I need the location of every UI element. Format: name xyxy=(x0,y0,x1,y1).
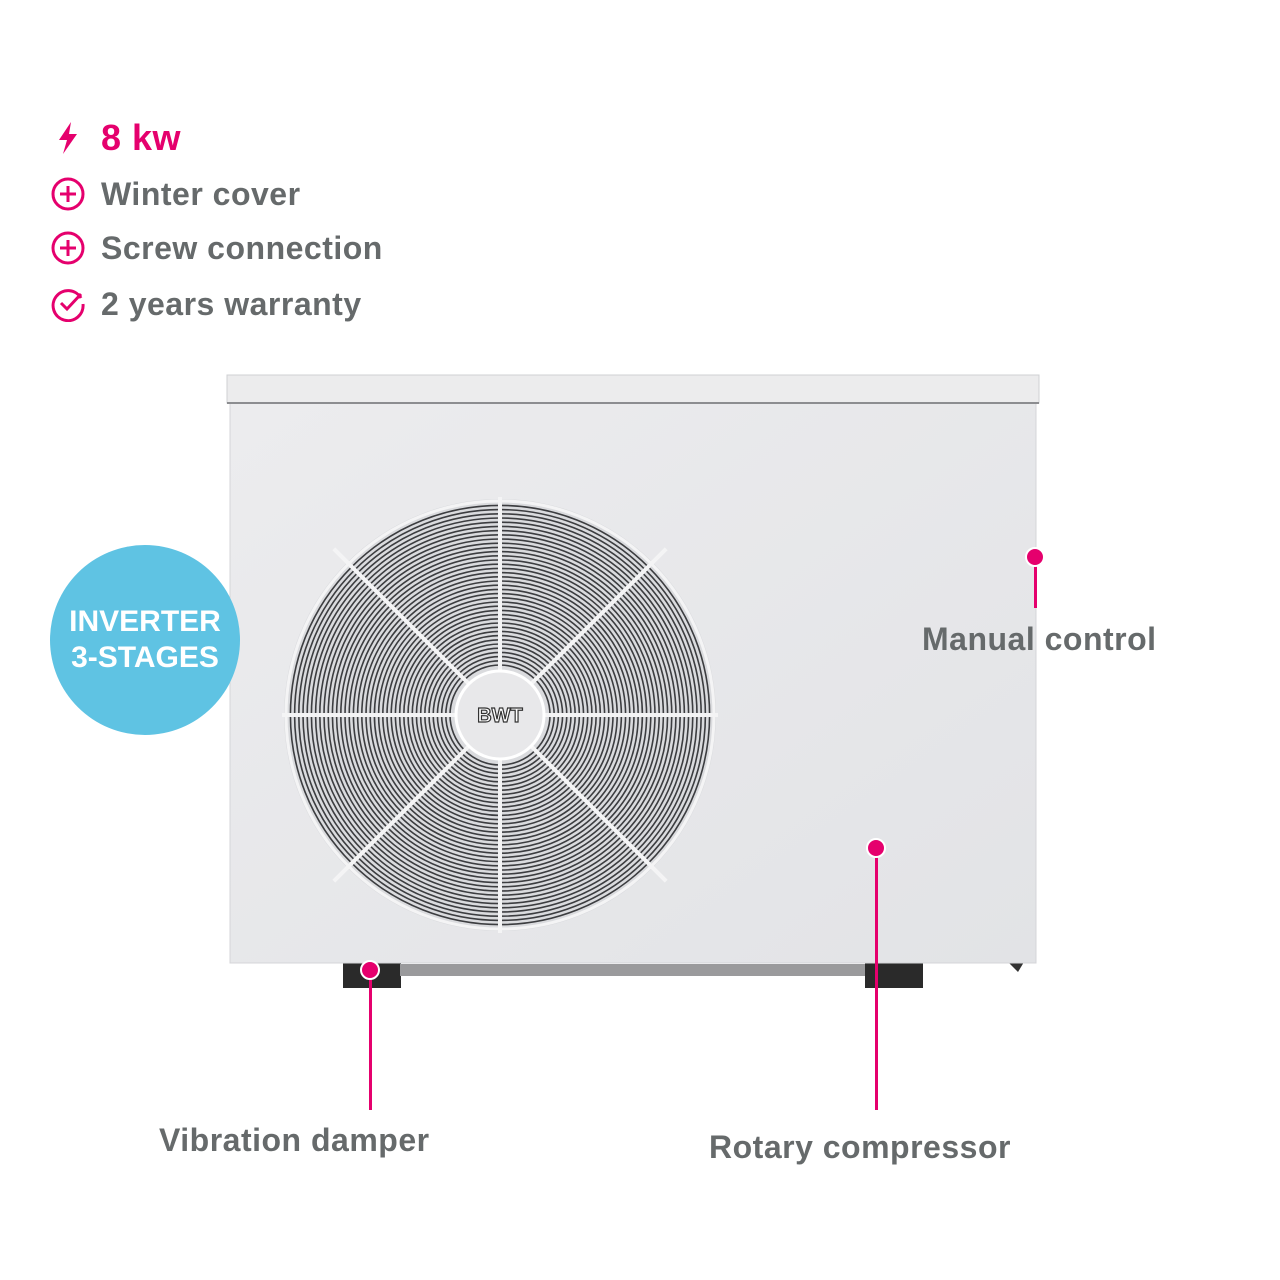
badge-line-1: INVERTER xyxy=(69,605,221,638)
feature-text: 2 years warranty xyxy=(101,285,362,322)
fan-hub xyxy=(454,669,546,761)
check-circle-icon xyxy=(50,286,86,322)
callout-dot-vibration-damper[interactable] xyxy=(360,960,380,980)
unit-lid xyxy=(226,374,1040,404)
plus-circle-icon xyxy=(50,230,86,266)
feature-text: 8 kw xyxy=(101,117,182,158)
inverter-badge: INVERTER 3-STAGES xyxy=(50,545,240,735)
callout-line-vibration-damper xyxy=(369,972,372,1110)
feature-text: Screw connection xyxy=(101,229,383,266)
callout-line-rotary-compressor xyxy=(875,850,878,1110)
plus-circle-icon xyxy=(50,176,86,212)
feature-winter-cover: Winter cover xyxy=(50,174,301,214)
brand-logo: BWT xyxy=(477,705,523,727)
callout-dot-manual-control[interactable] xyxy=(1025,547,1045,567)
label-rotary-compressor: Rotary compressor xyxy=(709,1129,1011,1165)
callout-dot-rotary-compressor[interactable] xyxy=(866,838,886,858)
badge-line-2: 3-STAGES xyxy=(71,641,219,674)
feature-text: Winter cover xyxy=(101,175,301,212)
callout-line-manual-control xyxy=(1034,560,1037,608)
feature-warranty: 2 years warranty xyxy=(50,284,362,324)
label-vibration-damper: Vibration damper xyxy=(159,1122,430,1158)
lightning-icon xyxy=(50,120,86,156)
right-foot xyxy=(865,960,923,988)
label-manual-control: Manual control xyxy=(922,621,1157,657)
feature-power: 8 kw xyxy=(50,117,182,158)
feature-screw-connection: Screw connection xyxy=(50,228,383,268)
